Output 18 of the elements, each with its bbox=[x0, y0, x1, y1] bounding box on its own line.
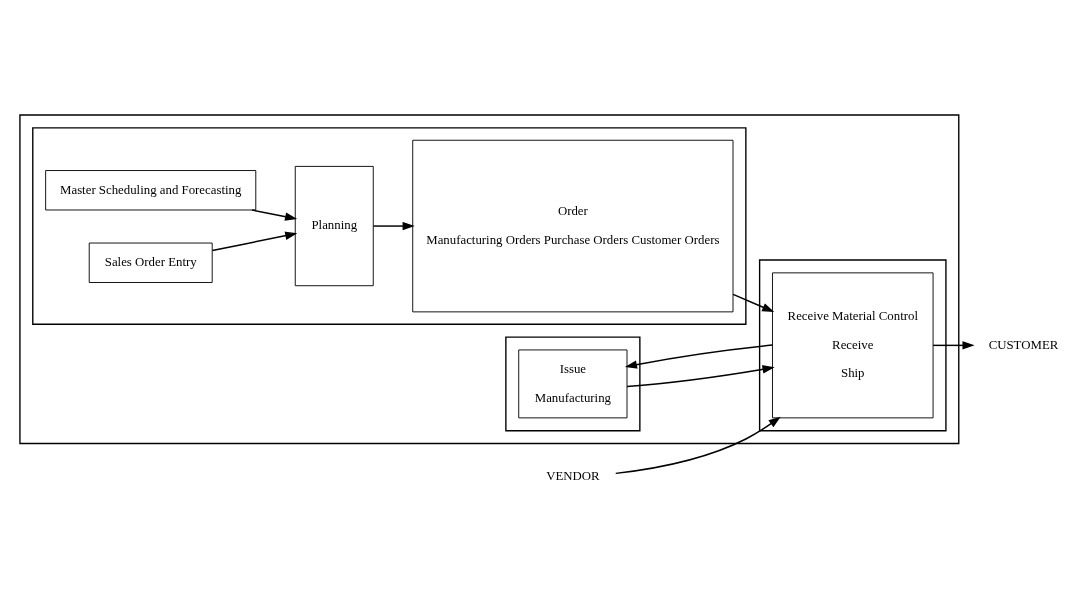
node-box: Receive Material Control Receive Ship bbox=[772, 272, 934, 419]
arrow bbox=[251, 209, 298, 221]
node-text: CUSTOMER bbox=[988, 337, 1059, 352]
node-text: VENDOR bbox=[546, 468, 600, 483]
cluster bbox=[32, 127, 747, 325]
node-box: Sales Order Entry bbox=[88, 242, 213, 283]
node-box: Master Scheduling and Forecasting bbox=[45, 170, 257, 211]
node-box: Issue Manufacturing bbox=[518, 349, 628, 419]
cluster bbox=[19, 114, 960, 445]
arrow bbox=[932, 341, 975, 350]
arrow bbox=[626, 365, 775, 388]
arrow bbox=[615, 416, 781, 475]
node-box: Order Manufacturing Orders Purchase Orders Customer Orders bbox=[412, 139, 734, 313]
arrow bbox=[732, 293, 775, 313]
arrow bbox=[624, 344, 774, 369]
arrow bbox=[372, 221, 415, 231]
node-box: Planning bbox=[294, 165, 374, 287]
arrow bbox=[211, 231, 298, 252]
